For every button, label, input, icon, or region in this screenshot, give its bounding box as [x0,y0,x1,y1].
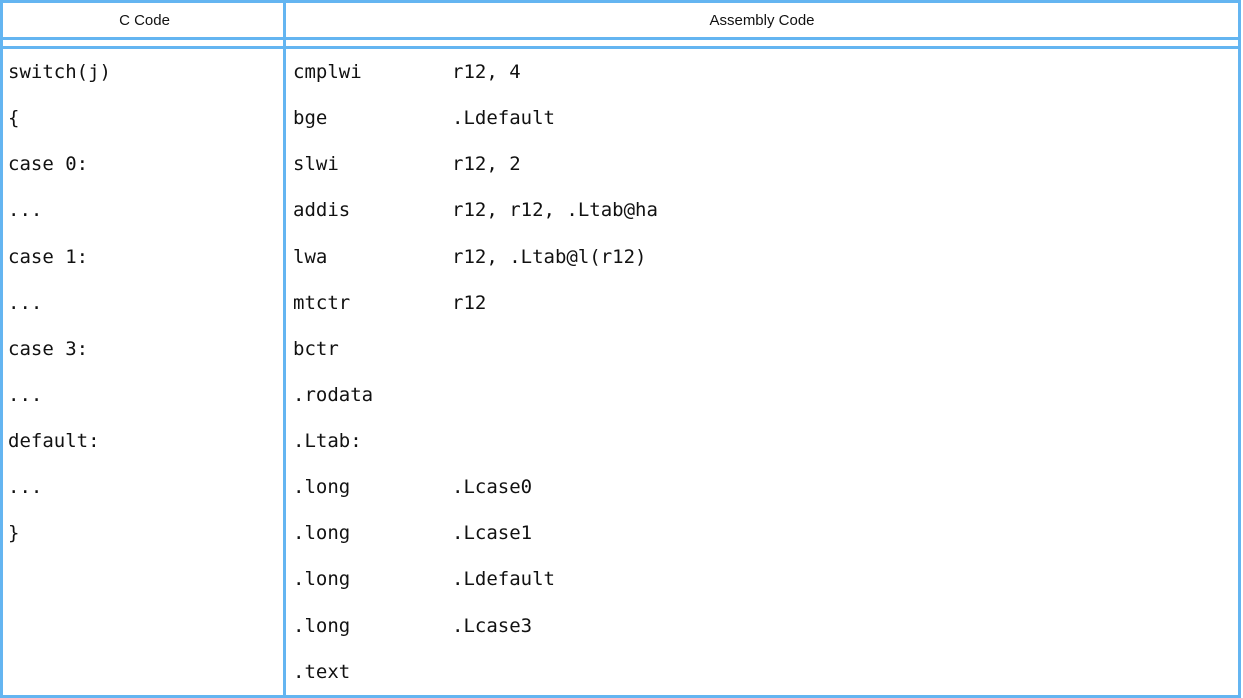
assembly-line: .long .Lcase1 [293,510,1238,556]
asm-mnemonic: addis [293,199,351,222]
asm-mnemonic: .text [293,660,351,683]
c-code-line: default: [8,430,100,452]
assembly-line: .long .Lcase0 [293,464,1238,510]
asm-operands: .Ldefault [452,568,555,591]
asm-mnemonic: .rodata [293,383,374,406]
c-code-line: ... [8,476,43,499]
header-separator [3,37,1238,49]
asm-mnemonic: .long [293,522,351,545]
c-code-line: case 0: [8,153,89,176]
assembly-code-column: cmplwi r12, 4 bge .Ldefault slwi r12, 2 add… [286,49,1238,695]
column-divider [283,3,286,695]
assembly-line: .long .Ldefault [293,556,1238,602]
assembly-line: mtctr r12 [293,280,1238,326]
asm-mnemonic: slwi [293,153,339,176]
c-code-line: { [8,107,20,130]
asm-mnemonic: .long [293,568,351,591]
asm-operands: r12, 4 [452,61,521,83]
table-body: switch(j) { case 0: ... case 1: ... case… [3,49,1238,695]
assembly-code-header: Assembly Code [709,11,815,29]
assembly-line: bge .Ldefault [293,95,1238,141]
asm-operands: r12, .Ltab@l(r12) [452,245,647,268]
c-code-line: ... [8,383,43,406]
assembly-line: slwi r12, 2 [293,141,1238,187]
asm-mnemonic: .Ltab: [293,430,362,452]
asm-mnemonic: .long [293,614,351,637]
assembly-line: lwa r12, .Ltab@l(r12) [293,234,1238,280]
asm-mnemonic: lwa [293,245,328,268]
asm-operands: r12, 2 [452,153,521,176]
assembly-line: .long .Lcase3 [293,603,1238,649]
c-code-header: C Code [119,11,170,29]
c-code-line: case 1: [8,245,89,268]
c-code-line: case 3: [8,337,89,360]
c-code-line: ... [8,199,43,222]
c-code-line: ... [8,291,43,314]
asm-mnemonic: bge [293,107,328,130]
asm-mnemonic: mtctr [293,291,351,314]
asm-mnemonic: .long [293,476,351,499]
asm-mnemonic: cmplwi [293,61,362,83]
table-header-row: C Code Assembly Code [3,3,1238,37]
assembly-line: .rodata [293,372,1238,418]
asm-operands: .Lcase3 [452,614,533,637]
assembly-line: .text [293,649,1238,695]
asm-operands: r12, r12, .Ltab@ha [452,199,658,222]
assembly-line: bctr [293,326,1238,372]
assembly-line: cmplwi r12, 4 [293,49,1238,95]
asm-mnemonic: bctr [293,337,339,360]
assembly-line: addis r12, r12, .Ltab@ha [293,187,1238,233]
asm-operands: .Lcase1 [452,522,533,545]
c-code-line: } [8,522,20,545]
asm-operands: r12 [452,291,487,314]
c-code-line: switch(j) [8,61,111,83]
asm-operands: .Lcase0 [452,476,533,499]
c-code-column: switch(j) { case 0: ... case 1: ... case… [3,49,286,695]
asm-operands: .Ldefault [452,107,555,130]
assembly-line: .Ltab: [293,418,1238,464]
